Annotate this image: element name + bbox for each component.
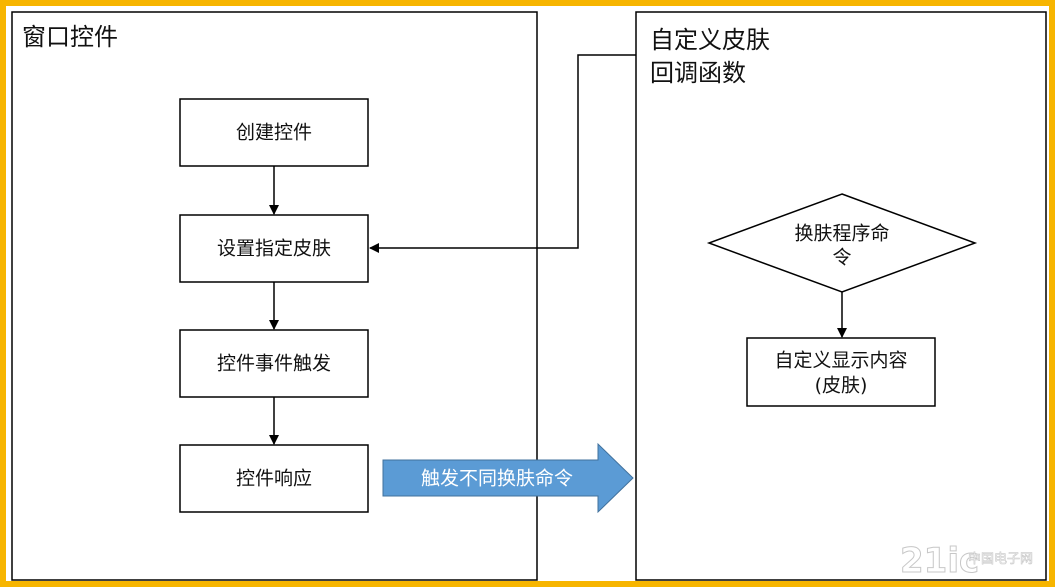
step-label: 控件响应	[236, 468, 312, 490]
step-label: 创建控件	[236, 122, 312, 144]
step-create-control: 创建控件	[179, 98, 369, 167]
display-custom-content: 自定义显示内容 (皮肤)	[746, 337, 936, 407]
right-panel-title-line1: 自定义皮肤	[650, 26, 770, 54]
trigger-block-arrow: 触发不同换肤命令	[382, 442, 634, 514]
step-label: 设置指定皮肤	[217, 238, 331, 260]
watermark-logo-text: 21ic	[900, 541, 979, 581]
watermark-subtext: 中国电子网	[968, 552, 1033, 567]
decision-skin-command: 换肤程序命 令	[706, 193, 978, 293]
display-label-line2: (皮肤)	[815, 375, 868, 397]
step-set-skin: 设置指定皮肤	[179, 214, 369, 283]
display-label-line1: 自定义显示内容	[774, 350, 907, 372]
step-control-response: 控件响应	[179, 444, 369, 513]
watermark: 21ic 中国电子网	[900, 541, 1034, 582]
step-label: 控件事件触发	[217, 353, 331, 375]
right-panel	[635, 11, 1047, 581]
callback-connector	[369, 54, 636, 253]
decision-label-line2: 令	[832, 247, 851, 269]
decision-label-line1: 换肤程序命	[794, 223, 889, 245]
left-panel-title: 窗口控件	[22, 23, 118, 51]
trigger-arrow-label: 触发不同换肤命令	[421, 468, 573, 490]
step-event-trigger: 控件事件触发	[179, 329, 369, 398]
right-panel-title-line2: 回调函数	[650, 59, 746, 87]
